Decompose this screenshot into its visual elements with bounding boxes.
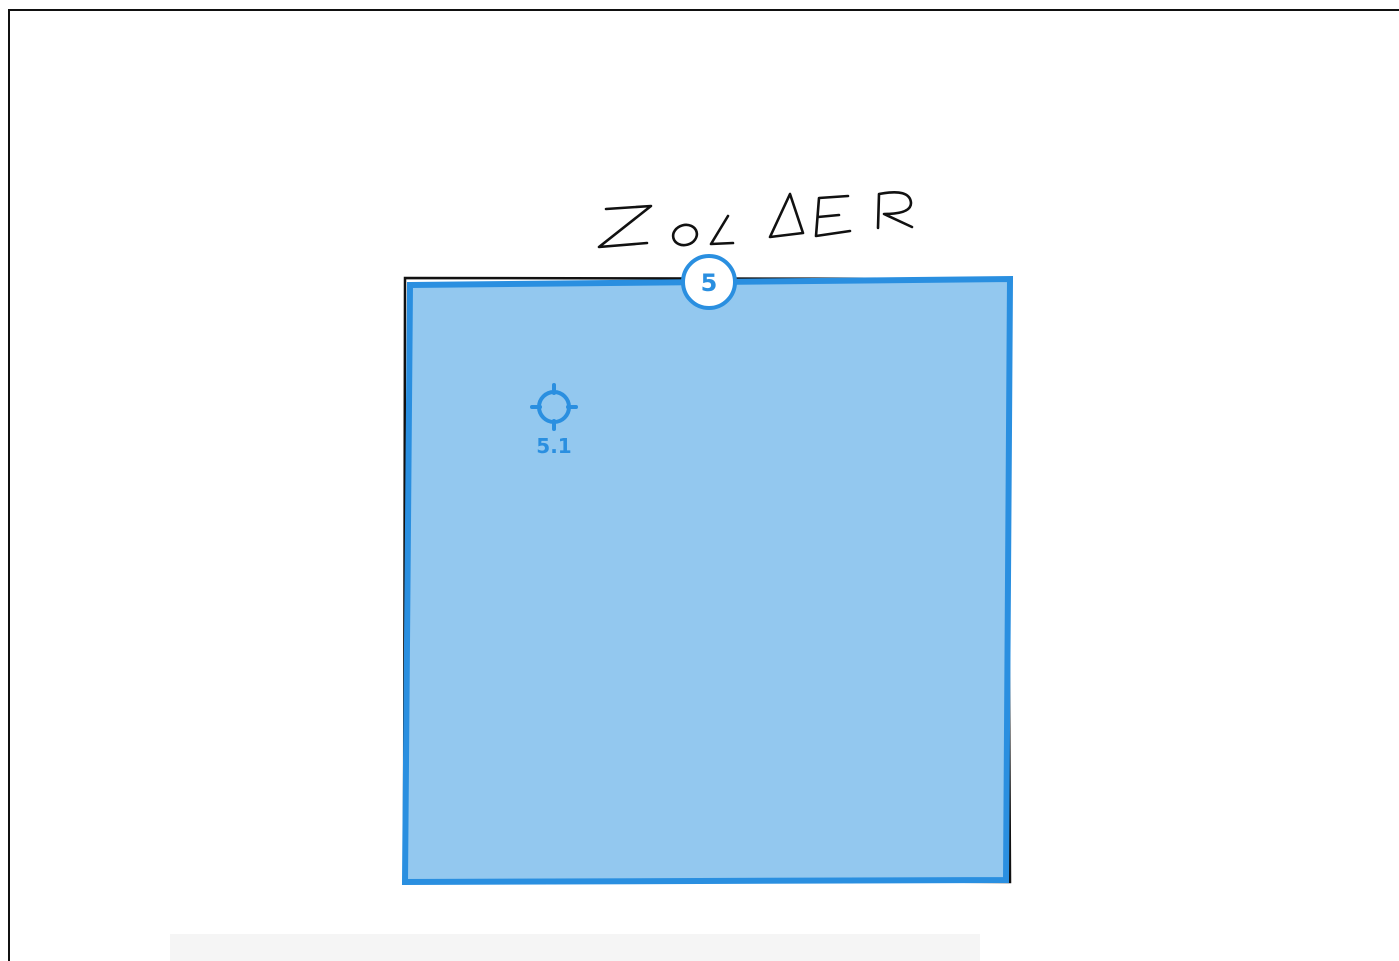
zone-badge-number: 5: [701, 269, 718, 297]
bottom-shadow: [170, 934, 980, 961]
zone-area-5[interactable]: [401, 275, 1014, 886]
measurement-point-label: 5.1: [536, 434, 571, 458]
room-label-handwriting: [597, 191, 914, 249]
page-border: [8, 9, 1399, 961]
crosshair-target-icon[interactable]: [530, 383, 578, 431]
zone-badge[interactable]: 5: [681, 254, 737, 310]
